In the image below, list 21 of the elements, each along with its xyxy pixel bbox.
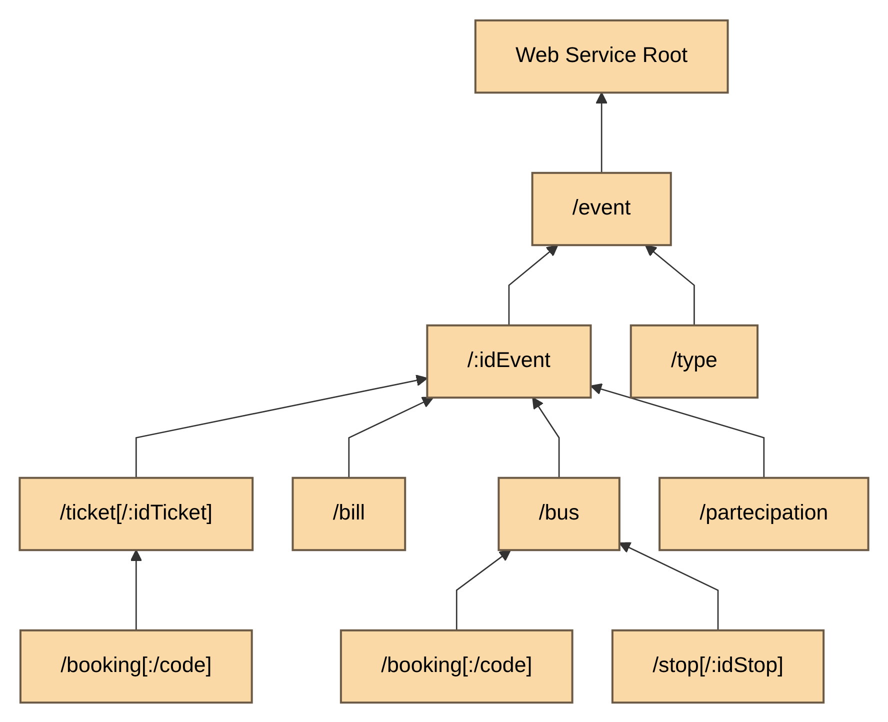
arrow [644, 244, 695, 325]
node-box: /booking[:/code] [19, 628, 253, 704]
arrow [532, 396, 560, 478]
node-box: /bus [498, 476, 620, 551]
arrow [618, 542, 719, 630]
node-box: /ticket[/:idTicket] [18, 476, 254, 551]
node-box: /booking[:/code] [340, 628, 574, 704]
arrow [130, 549, 142, 630]
arrow [590, 382, 765, 478]
node-box: Web Service Root [474, 18, 729, 94]
arrow [456, 549, 512, 630]
arrow [135, 374, 428, 478]
arrow [348, 396, 434, 478]
node-box: /bill [292, 476, 406, 551]
arrow [596, 92, 608, 172]
arrow [508, 244, 558, 325]
node-box: /:idEvent [426, 324, 592, 398]
node-box: /partecipation [658, 476, 870, 551]
node-box: /event [531, 171, 672, 246]
node-box: /stop[/:idStop] [611, 628, 825, 704]
node-box: /type [630, 324, 759, 398]
